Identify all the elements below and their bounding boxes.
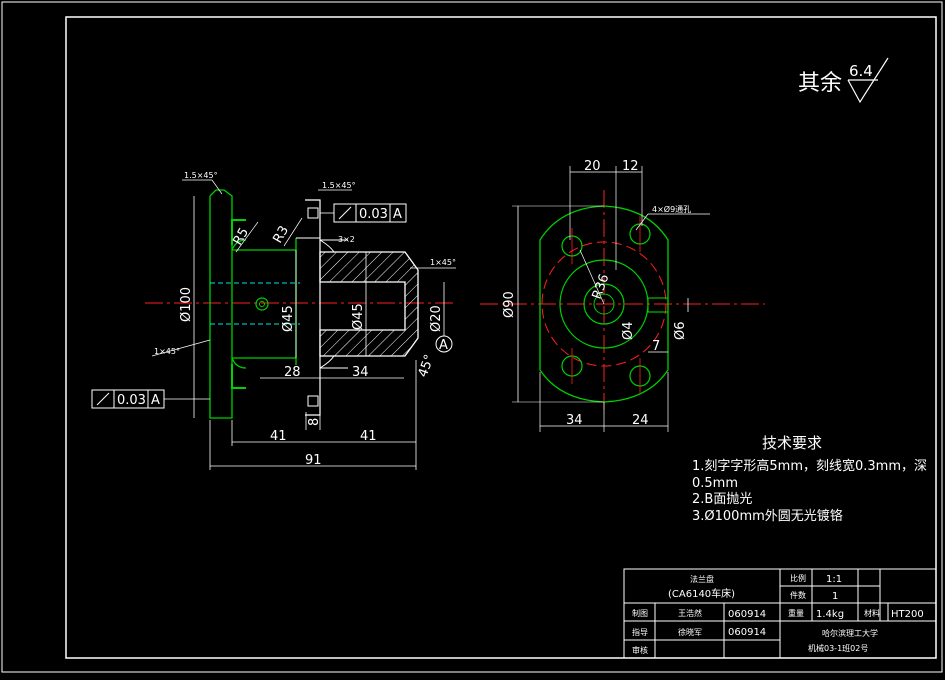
side-dim-20: 20 — [584, 159, 601, 174]
side-dia-4: Ø4 — [621, 321, 636, 340]
dim-91: 91 — [305, 453, 322, 468]
tol-left-datum: A — [151, 393, 160, 408]
tb-review-label: 审核 — [632, 645, 648, 655]
front-view: Ø100 Ø45 Ø45 Ø20 1.5×45° 1.5×45° 1×45° 1… — [91, 171, 456, 470]
tech-req-line-1: 1.刻字字形高5mm，刻线宽0.3mm，深 — [692, 458, 927, 474]
radius-r5: R5 — [230, 226, 252, 248]
tech-req-line-3: 2.B面抛光 — [692, 492, 752, 507]
flange-side-outline — [539, 205, 669, 403]
tb-scale-value: 1:1 — [826, 574, 842, 585]
flange-outline — [209, 189, 233, 419]
tb-designer-label: 制图 — [632, 608, 648, 618]
tech-req-title: 技术要求 — [762, 434, 822, 452]
tb-weight-label: 重量 — [788, 608, 804, 618]
hatched-section — [319, 251, 419, 357]
dim-dia-45-b: Ø45 — [351, 303, 366, 330]
side-view: 20 12 4×Ø9通孔 Ø90 Ø4 Ø6 7 R36 34 24 — [480, 159, 765, 432]
tb-checker-date: 060914 — [728, 627, 766, 638]
radius-r3: R3 — [270, 224, 292, 246]
chamfer-bottom-left: 1×45° — [154, 347, 180, 356]
tb-weight-value: 1.4kg — [816, 609, 844, 620]
tb-material-value: HT200 — [891, 609, 924, 620]
tb-checker-label: 指导 — [632, 627, 648, 637]
tb-school: 哈尔滨理工大学 — [822, 628, 878, 638]
tb-designer-name: 王浩然 — [678, 608, 702, 618]
tb-part-sub: (CA6140车床) — [668, 587, 735, 600]
side-dia-90: Ø90 — [502, 291, 517, 318]
tb-material-label: 材料 — [864, 608, 880, 618]
tolerance-frame-top: 0.03 A — [320, 203, 407, 223]
dim-dia-100: Ø100 — [179, 287, 194, 322]
tb-scale-label: 比例 — [790, 573, 806, 583]
tb-drawing-no: 机械03-1班02号 — [808, 643, 868, 653]
chamfer-top-left: 1.5×45° — [184, 171, 218, 180]
inner-border — [65, 16, 937, 659]
tb-part-name: 法兰盘 — [690, 574, 714, 584]
dim-41-a: 41 — [270, 429, 287, 444]
tol-left-value: 0.03 — [117, 393, 146, 408]
roughness-symbol: 其余 6.4 — [798, 57, 889, 104]
side-dia-6: Ø6 — [673, 321, 688, 340]
tb-qty-value: 1 — [832, 591, 838, 602]
title-block — [623, 568, 937, 659]
roughness-value: 6.4 — [849, 62, 873, 80]
datum-a: A — [439, 338, 448, 353]
tol-top-datum: A — [393, 207, 402, 222]
chamfer-right: 1×45° — [430, 258, 456, 267]
side-dim-7: 7 — [652, 339, 660, 354]
dim-dia-20: Ø20 — [429, 305, 444, 332]
side-dim-34: 34 — [566, 413, 583, 428]
side-dim-12: 12 — [622, 159, 639, 174]
tb-designer-date: 060914 — [728, 609, 766, 620]
tb-qty-label: 件数 — [790, 590, 806, 600]
tech-req-line-4: 3.Ø100mm外圆无光镀铬 — [692, 508, 843, 524]
tb-checker-name: 徐晓军 — [678, 627, 702, 637]
tech-requirements: 技术要求 1.刻字字形高5mm，刻线宽0.3mm，深 0.5mm 2.B面抛光 … — [692, 434, 927, 524]
dim-34: 34 — [352, 365, 369, 380]
tolerance-frame-left: 0.03 A — [91, 389, 210, 409]
chamfer-top-right: 1.5×45° — [322, 181, 356, 190]
angle-45: 45° — [416, 353, 438, 380]
dim-dia-45-a: Ø45 — [281, 305, 296, 332]
dim-8: 8 — [307, 418, 322, 426]
dim-41-b: 41 — [360, 429, 377, 444]
side-holes-note: 4×Ø9通孔 — [652, 204, 691, 214]
groove-note: 3×2 — [338, 235, 355, 244]
side-dim-24: 24 — [632, 413, 649, 428]
tech-req-line-2: 0.5mm — [692, 476, 738, 491]
dim-28: 28 — [284, 365, 301, 380]
roughness-label: 其余 — [798, 71, 842, 96]
tol-top-value: 0.03 — [359, 207, 388, 222]
